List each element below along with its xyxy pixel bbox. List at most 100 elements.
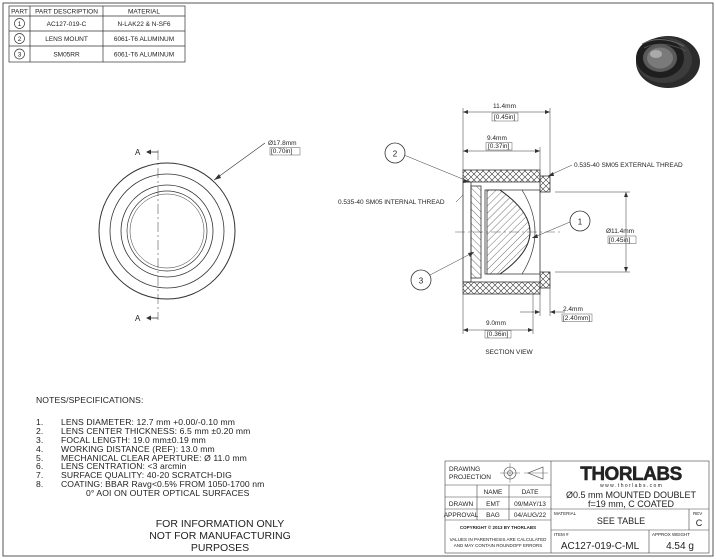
balloon-3: 3 <box>419 277 424 286</box>
dim-lower-in: [0.36in] <box>487 331 509 338</box>
front-dia-in: [0.70in] <box>271 148 293 155</box>
section-arrow-bottom <box>146 315 151 321</box>
rev-label: REV <box>693 511 702 516</box>
internal-thread-label: 0.535-40 SM05 INTERNAL THREAD <box>338 199 445 206</box>
note-num: 3. <box>36 434 44 445</box>
product-render <box>636 36 700 88</box>
dim-step-in: [2.40mm] <box>563 315 590 322</box>
dim-step-box <box>561 313 593 322</box>
disclaimer-line-2: NOT FOR MANUFACTURING PURPOSES <box>149 530 291 554</box>
dim-upper-mm: 9.4mm <box>487 135 507 142</box>
part-2-desc: LENS MOUNT <box>45 36 88 43</box>
note-text: LENS DIAMETER: 12.7 mm +0.00/-0.10 mm <box>61 416 235 427</box>
note-item: 0° AOI ON OUTER OPTICAL SURFACES <box>36 489 264 498</box>
section-arrow-top <box>146 149 151 155</box>
parts-header-part: PART <box>11 9 28 16</box>
title-block <box>444 460 710 554</box>
note-item: 3. FOCAL LENGTH: 19.0 mm±0.19 mm <box>36 434 264 445</box>
website: w w w . t h o r l a b s . c o m <box>600 483 662 489</box>
drawing-projection-label: DRAWING <box>449 466 480 473</box>
dim-upper-box <box>485 142 513 151</box>
part-1-desc: AC127-019-C <box>47 21 87 28</box>
rev-value: C <box>696 518 703 528</box>
notes-heading: NOTES/SPECIFICATIONS: <box>36 395 144 405</box>
drawn-name: EMT <box>486 501 500 508</box>
note-item: 5. MECHANICAL CLEAR APERTURE: Ø 11.0 mm <box>36 452 264 463</box>
note-text: 0° AOI ON OUTER OPTICAL SURFACES <box>86 488 250 499</box>
dim-overall-in: [0.45in] <box>494 114 516 121</box>
note-text: SURFACE QUALITY: 40-20 SCRATCH-DIG <box>61 470 232 481</box>
external-thread-label: 0.535-40 SM05 EXTERNAL THREAD <box>574 162 683 169</box>
note-num: 8. <box>36 479 44 490</box>
section-label-top: A <box>135 148 141 157</box>
drawing-title-1: Ø0.5 mm MOUNTED DOUBLET <box>566 490 697 500</box>
dim-upper-in: [0.37in] <box>488 143 510 150</box>
approval-label: APPROVAL <box>444 512 479 519</box>
approval-name: BAG <box>486 512 500 519</box>
note-text: COATING: BBAR Ravg<0.5% FROM 1050-1700 n… <box>61 479 265 490</box>
col-name: NAME <box>484 489 503 496</box>
note-text: MECHANICAL CLEAR APERTURE: Ø 11.0 mm <box>61 452 247 463</box>
dim-lower-mm: 9.0mm <box>486 320 506 327</box>
part-3-desc: SM05RR <box>53 52 80 59</box>
note-num <box>36 489 61 498</box>
section-dia-mm: Ø11.4mm <box>606 228 634 235</box>
part-2-material: 6061-T6 ALUMINUM <box>114 36 174 43</box>
part-2-num: 2 <box>18 36 22 43</box>
note-item: 7. SURFACE QUALITY: 40-20 SCRATCH-DIG <box>36 471 264 480</box>
balloon-1: 1 <box>578 218 583 227</box>
material-label: MATERIAL <box>554 511 577 516</box>
dimension-arrows <box>463 110 628 332</box>
roundoff-note-1: VALUES IN PARENTHESIS ARE CALCULATED <box>450 537 548 542</box>
section-label-bottom: A <box>135 314 141 323</box>
disclaimer-line-1: FOR INFORMATION ONLY <box>155 518 285 530</box>
dim-step-mm: 2.4mm <box>563 306 583 313</box>
col-date: DATE <box>522 489 540 496</box>
weight-label: APPROX WEIGHT <box>652 532 690 537</box>
note-item: 6.LENS CENTRATION: <3 arcmin <box>36 462 264 471</box>
balloon-2: 2 <box>393 150 398 159</box>
parts-header-description: PART DESCRIPTION <box>35 9 98 16</box>
note-num: 7. <box>36 470 44 481</box>
note-item: 8. COATING: BBAR Ravg<0.5% FROM 1050-1700… <box>36 480 264 489</box>
front-dia-mm: Ø17.8mm <box>268 140 297 147</box>
parts-table <box>8 5 186 63</box>
note-num: 5. <box>36 452 44 463</box>
drawing-title-2: f=19 mm, C COATED <box>588 499 675 509</box>
note-item: 1. LENS DIAMETER: 12.7 mm +0.00/-0.10 mm <box>36 418 264 427</box>
note-text: LENS CENTRATION: <3 arcmin <box>61 461 187 472</box>
dim-lower-box <box>484 330 512 339</box>
section-dia-box <box>607 235 637 244</box>
front-view <box>98 142 266 320</box>
note-item: 4.WORKING DISTANCE (REF): 13.0 mm <box>36 443 264 454</box>
part-1-material: N-LAK22 & N-SF6 <box>117 21 170 28</box>
section-dia-in: [0.45in] <box>609 237 631 244</box>
material-value: SEE TABLE <box>597 516 645 526</box>
dim-overall-box <box>491 112 519 122</box>
part-balloons <box>384 142 591 291</box>
note-text: WORKING DISTANCE (REF): 13.0 mm <box>61 443 215 454</box>
notes-specifications: NOTES/SPECIFICATIONS: 1. LENS DIAMETER: 1… <box>36 396 264 498</box>
part-3-material: 6061-T6 ALUMINUM <box>114 52 174 59</box>
drawn-date: 09/MAY/13 <box>514 501 546 508</box>
disclaimer: FOR INFORMATION ONLY NOT FOR MANUFACTURI… <box>120 518 320 554</box>
note-item: 2.LENS CENTER THICKNESS: 6.5 mm ±0.20 mm <box>36 425 264 436</box>
copyright: COPYRIGHT © 2013 BY THORLABS <box>460 524 536 530</box>
thorlabs-logo: THORLABS <box>580 464 682 485</box>
part-3-num: 3 <box>18 51 22 58</box>
note-text: LENS CENTER THICKNESS: 6.5 mm ±0.20 mm <box>61 425 251 436</box>
weight-value: 4.54 g <box>666 541 694 552</box>
item-label: ITEM # <box>554 532 569 537</box>
part-1-num: 1 <box>18 21 22 28</box>
drawing-projection-label2: PROJECTION <box>449 474 491 481</box>
note-text: FOCAL LENGTH: 19.0 mm±0.19 mm <box>61 434 206 445</box>
note-num: 1. <box>36 416 44 427</box>
dia-leader-arrow <box>214 174 221 180</box>
section-view-caption: SECTION VIEW <box>485 349 533 356</box>
approval-date: 04/AUG/22 <box>514 512 547 519</box>
section-view <box>455 169 560 295</box>
front-dia-box <box>269 147 301 156</box>
parts-header-material: MATERIAL <box>128 9 160 16</box>
